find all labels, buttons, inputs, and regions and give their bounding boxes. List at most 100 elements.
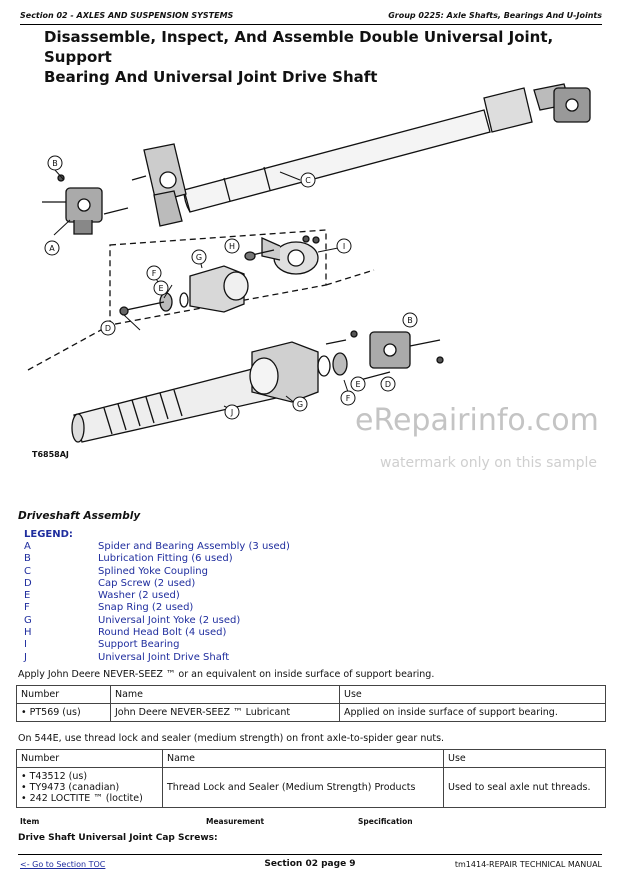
table-cell: Used to seal axle nut threads. [443,767,606,808]
legend-item: J Universal Joint Drive Shaft [24,652,324,664]
part-number: • T43512 (us) [21,771,88,782]
callout-g-top [191,249,207,265]
section-subtitle: Driveshaft Assembly [18,510,141,522]
legend-label: Support Bearing [98,639,180,651]
table-row: • T43512 (us) • TY9473 (canadian) • 242 … [16,767,606,808]
callout-e-bottom-label: E [355,380,360,389]
spec-header-specification: Specification [358,817,413,826]
legend-key: A [24,541,31,552]
callout-f-bottom-label: F [346,394,351,403]
header-group: Group 0225: Axle Shafts, Bearings And U-… [388,11,602,20]
legend-item: G Universal Joint Yoke (2 used) [24,615,324,627]
table-cell: Applied on inside surface of support bea… [339,703,606,722]
table-cell: John Deere NEVER-SEEZ ™ Lubricant [110,703,340,722]
exploded-view-illustration: B A C D E F G H I J G F E D B [27,83,591,443]
callout-f-bottom [340,390,356,406]
callout-f-top-label: F [152,269,157,278]
callout-b-top-label: B [52,159,58,168]
page-number: Section 02 page 9 [264,859,356,869]
callout-d-bottom [380,376,396,392]
title-line-1: Disassemble, Inspect, And Assemble Doubl… [44,28,554,66]
spec-title: Drive Shaft Universal Joint Cap Screws: [18,833,218,843]
callout-i-label: I [343,242,345,251]
section-toc-link[interactable]: <- Go to Section TOC [20,860,106,869]
legend-label: Universal Joint Drive Shaft [98,651,230,663]
legend-key: E [24,590,31,602]
lubricant-table: Number Name Use • PT569 (us) John Deere … [16,685,606,722]
thread-lock-table: Number Name Use • T43512 (us) • TY9473 (… [16,749,606,808]
callout-g-top-label: G [196,253,202,262]
table-header-cell: Use [339,685,606,704]
table-header-row: Number Name Use [16,749,606,768]
callout-e-top-label: E [158,284,163,293]
spec-header-item: Item [20,817,40,826]
table-header-row: Number Name Use [16,685,606,704]
legend-list: A Spider and Bearing Assembly (3 used) B L… [24,541,324,664]
watermark-note: watermark only on this sample [380,455,598,471]
callout-d-top [100,320,116,336]
manual-id: tm1414-REPAIR TECHNICAL MANUAL [454,860,602,869]
legend-item: E Washer (2 used) [24,590,324,602]
legend-key: H [24,627,32,639]
callout-j [224,404,240,420]
legend-item: C Splined Yoke Coupling [24,566,324,578]
callout-g-bottom [292,396,308,412]
watermark-site: eRepairinfo.com [355,403,599,438]
legend-label: Splined Yoke Coupling [98,565,208,577]
callout-c-label: C [305,176,311,185]
page-title: Disassemble, Inspect, And Assemble Doubl… [44,27,604,87]
legend-item: F Snap Ring (2 used) [24,602,324,614]
callout-b-bottom-label: B [407,316,413,325]
callout-g-bottom-label: G [297,400,303,409]
legend-item: I Support Bearing [24,639,324,651]
legend-label: Spider and Bearing Assembly (3 used) [98,541,290,552]
part-number: • TY9473 (canadian) [21,782,120,793]
callout-b-top [47,155,63,171]
legend-label: Snap Ring (2 used) [98,602,194,614]
table-header-cell: Name [110,685,340,704]
table-header-cell: Number [16,749,163,768]
legend-key: I [24,639,27,651]
legend-label: Universal Joint Yoke (2 used) [98,614,241,626]
legend-label: Lubrication Fitting (6 used) [98,553,233,565]
callout-h [224,238,240,254]
table-cell-numbers: • T43512 (us) • TY9473 (canadian) • 242 … [16,767,163,808]
table-cell: Thread Lock and Sealer (Medium Strength)… [162,767,444,808]
callout-e-bottom [350,376,366,392]
table-header-cell: Number [16,685,111,704]
legend-key: D [24,577,32,589]
legend-label: Round Head Bolt (4 used) [98,627,227,639]
legend-item: B Lubrication Fitting (6 used) [24,553,324,565]
legend-key: F [24,602,30,614]
page-header: Section 02 - AXLES AND SUSPENSION SYSTEM… [20,8,602,25]
legend-key: J [24,651,27,663]
instruction-note-2: On 544E, use thread lock and sealer (med… [18,733,445,744]
table-header-cell: Name [162,749,444,768]
legend-key: C [24,565,31,577]
header-section: Section 02 - AXLES AND SUSPENSION SYSTEM… [20,11,234,20]
figure-id: T6858AJ [32,450,69,459]
legend-key: B [24,553,31,565]
callout-d-top-label: D [105,324,111,333]
legend-item: H Round Head Bolt (4 used) [24,627,324,639]
legend-label: Washer (2 used) [98,590,180,602]
part-number: • 242 LOCTITE ™ (loctite) [21,793,143,804]
instruction-note-1: Apply John Deere NEVER-SEEZ ™ or an equi… [18,669,435,680]
table-cell: • PT569 (us) [16,703,111,722]
callout-a-label: A [49,244,55,253]
callout-e-top [153,280,169,296]
callout-h-label: H [229,242,235,251]
callout-d-bottom-label: D [385,380,391,389]
table-row: • PT569 (us) John Deere NEVER-SEEZ ™ Lub… [16,703,606,722]
callout-j-label: J [230,408,233,417]
title-line-2: Bearing And Universal Joint Drive Shaft [44,68,378,86]
page-footer: <- Go to Section TOC Section 02 page 9 t… [18,854,602,875]
spec-header-measurement: Measurement [206,817,265,826]
callout-i [336,238,352,254]
legend-item: A Spider and Bearing Assembly (3 used) [24,541,324,553]
legend-title: LEGEND: [24,529,73,540]
callout-b-bottom [402,312,418,328]
callout-a [44,240,60,256]
table-header-cell: Use [443,749,606,768]
legend-key: G [24,614,32,626]
